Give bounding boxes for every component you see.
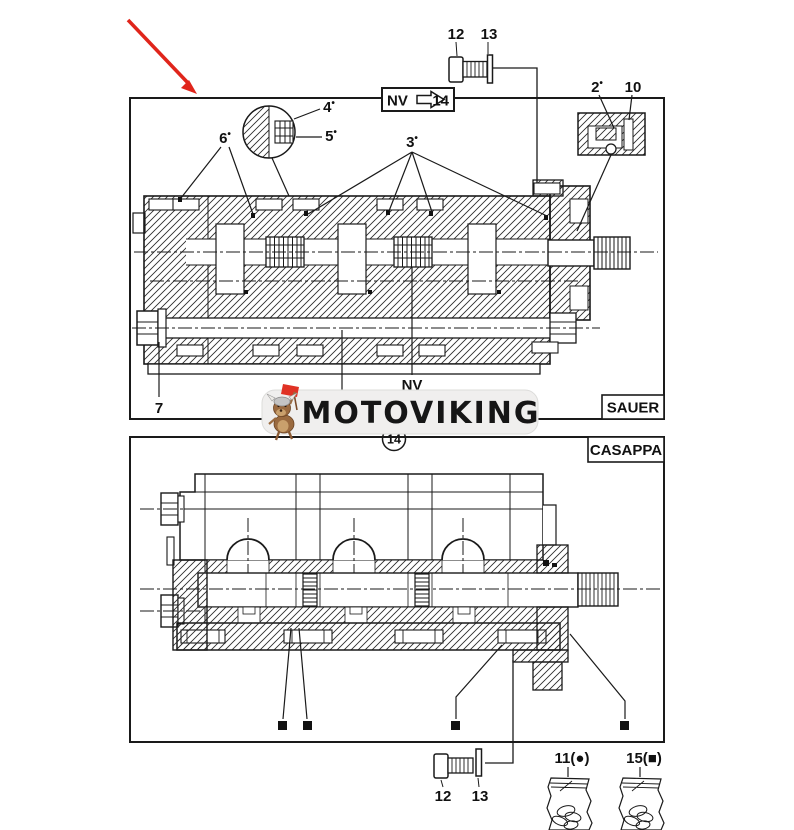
watermark: MOTOVIKING	[261, 384, 540, 441]
casappa-label: CASAPPA	[590, 442, 662, 459]
label-7: 7	[155, 400, 163, 417]
casappa-pump-section	[140, 473, 660, 691]
gear-detail-circle	[242, 105, 296, 197]
casappa-brand-box: CASAPPA	[587, 436, 665, 463]
label-10: 10	[625, 79, 642, 96]
square-marker	[303, 721, 312, 730]
sauer-brand-box: SAUER	[601, 394, 665, 420]
nv-14-legend-box: NV 14	[381, 87, 455, 112]
top-bolt-drawing: 12 13	[448, 26, 538, 186]
label-12-bottom: 12	[435, 788, 452, 805]
seal-dots	[178, 197, 548, 294]
bolt-head	[448, 56, 464, 83]
square-marker	[451, 721, 460, 730]
label-12-top: 12	[448, 26, 465, 43]
seal-bags: 11(●) 15(■)	[546, 750, 665, 830]
bottom-plugs	[176, 341, 559, 357]
sauer-label: SAUER	[607, 400, 660, 417]
label-6: 6•	[219, 129, 231, 147]
label-4: 4•	[323, 98, 335, 116]
watermark-brand: MOTOVIKING	[301, 396, 540, 431]
bottom-bolt-drawing: 12 13	[433, 748, 489, 805]
label-13-bottom: 13	[472, 788, 489, 805]
lower-leaders	[278, 627, 629, 764]
label-13-top: 13	[481, 26, 498, 43]
square-marker	[620, 721, 629, 730]
seal-bag-icon	[546, 777, 593, 830]
label-2: 2•	[591, 78, 603, 96]
label-5: 5•	[325, 127, 337, 145]
shaft-seal-detail-box	[576, 94, 646, 232]
watermark-pill	[261, 389, 539, 435]
label-11-bag: 11(●)	[555, 750, 590, 767]
label-15-bag: 15(■)	[626, 750, 662, 767]
viking-helmet-icon	[273, 396, 291, 407]
viking-dog-mascot-icon	[266, 384, 299, 441]
washer	[486, 54, 494, 84]
lower-frame	[129, 436, 665, 743]
label-14-circle: 14	[387, 433, 401, 447]
nv-box-number: 14	[432, 93, 449, 110]
nv-box-prefix: NV	[387, 93, 408, 110]
square-marker	[278, 721, 287, 730]
red-arrow-icon	[126, 18, 197, 94]
upper-callouts: 2• 10 3• 4• 5• 6• 7 NV	[155, 78, 642, 417]
label-3: 3•	[406, 133, 418, 151]
arrow-glyph-icon	[416, 90, 446, 109]
seal-bag-icon	[618, 777, 665, 830]
sauer-pump-section	[132, 179, 658, 375]
